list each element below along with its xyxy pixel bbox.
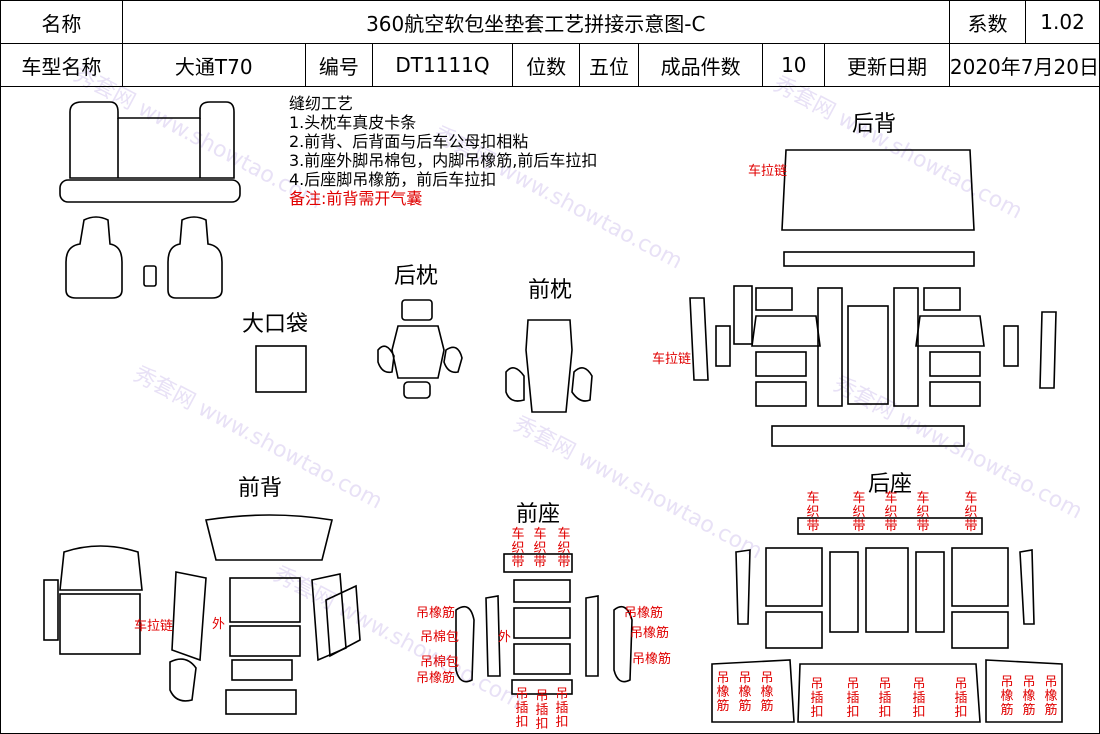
- front-seat-pieces: [455, 553, 633, 695]
- label-big-pocket: 大口袋: [242, 312, 309, 337]
- annot-front-seat-elastic: 吊橡筋: [632, 652, 672, 667]
- header-row-2: 车型名称 大通T70 编号 DT1111Q 位数 五位 成品件数 10 更新日期…: [0, 43, 1100, 87]
- annot-front-seat-elastic: 吊橡筋: [416, 671, 456, 686]
- pieces-label: 成品件数: [637, 43, 764, 87]
- rear-headrest-pieces: [377, 299, 463, 399]
- header-row-1: 名称 360航空软包坐垫套工艺拼接示意图-C 系数 1.02: [0, 0, 1100, 44]
- sewing-notes: 缝纫工艺 1.头枕车真皮卡条 2.前背、后背面与后车公母扣相粘 3.前座外脚吊棉…: [289, 94, 597, 208]
- annot-front-seat-strap: 车织带: [533, 527, 547, 570]
- sheet-title: 360航空软包坐垫套工艺拼接示意图-C: [121, 0, 950, 44]
- label-rear-headrest: 后枕: [394, 264, 439, 289]
- annot-front-seat-buckle: 吊插扣: [555, 687, 569, 730]
- notes-item: 2.前背、后背面与后车公母扣相粘: [289, 132, 529, 151]
- notes-remark: 备注:前背需开气囊: [289, 189, 423, 208]
- annot-rear-seat-buckle: 吊插扣: [810, 677, 824, 720]
- annot-front-seat-outer: 外: [498, 630, 512, 645]
- annot-front-seat-buckle: 吊插扣: [535, 689, 549, 732]
- model-label: 车型名称: [0, 43, 123, 87]
- annot-rear-seat-elastic: 吊橡筋: [1000, 675, 1014, 718]
- seats-value: 五位: [579, 43, 639, 87]
- annot-rear-seat-strap: 车织带: [852, 491, 866, 534]
- annot-rear-seat-elastic: 吊橡筋: [738, 671, 752, 714]
- rear-back-pieces: [689, 149, 1057, 447]
- pieces-value: 10: [762, 43, 826, 87]
- front-back-pieces: [43, 514, 361, 715]
- annot-rear-seat-strap: 车织带: [884, 491, 898, 534]
- overview-rear-bench: [59, 101, 241, 203]
- label-front-seat: 前座: [516, 502, 561, 527]
- annot-rear-seat-buckle: 吊插扣: [846, 677, 860, 720]
- annot-rear-seat-buckle: 吊插扣: [954, 677, 968, 720]
- annot-front-seat-strap: 车织带: [557, 527, 571, 570]
- seats-label: 位数: [512, 43, 581, 87]
- annot-rear-seat-strap: 车织带: [806, 491, 820, 534]
- label-front-headrest: 前枕: [528, 278, 573, 303]
- label-front-back: 前背: [238, 476, 283, 501]
- annot-front-seat-elastic: 吊橡筋: [416, 606, 456, 621]
- model-value: 大通T70: [121, 43, 306, 87]
- overview-front-seats: [65, 216, 223, 299]
- annot-rear-seat-buckle: 吊插扣: [912, 677, 926, 720]
- update-label: 更新日期: [824, 43, 950, 87]
- annot-rear-seat-elastic: 吊橡筋: [1022, 675, 1036, 718]
- label-rear-seat: 后座: [868, 472, 913, 497]
- notes-item: 1.头枕车真皮卡条: [289, 113, 417, 132]
- annot-rear-seat-strap: 车织带: [916, 491, 930, 534]
- annot-rear-seat-elastic: 吊橡筋: [760, 671, 774, 714]
- notes-item: 3.前座外脚吊棉包，内脚吊橡筋,前后车拉扣: [289, 151, 598, 170]
- annot-rear-back-zipper-side: 车拉链: [652, 352, 692, 367]
- annot-front-back-zipper: 车拉链: [134, 619, 174, 634]
- header-table: 名称 360航空软包坐垫套工艺拼接示意图-C 系数 1.02 车型名称 大通T7…: [0, 0, 1100, 87]
- annot-rear-seat-buckle: 吊插扣: [878, 677, 892, 720]
- rear-seat-pieces: [711, 517, 1063, 723]
- annot-rear-back-zipper: 车拉链: [748, 164, 788, 179]
- annot-front-back-outer: 外: [212, 617, 226, 632]
- annot-rear-seat-elastic: 吊橡筋: [1044, 675, 1058, 718]
- annot-front-seat-elastic: 吊橡筋: [630, 626, 670, 641]
- annot-front-seat-elastic: 吊橡筋: [624, 606, 664, 621]
- code-label: 编号: [304, 43, 373, 87]
- notes-item: 4.后座脚吊橡筋，前后车拉扣: [289, 170, 497, 189]
- annot-front-seat-cotton: 吊棉包: [420, 630, 460, 645]
- label-rear-back: 后背: [852, 112, 897, 137]
- annot-front-seat-buckle: 吊插扣: [515, 687, 529, 730]
- annot-front-seat-strap: 车织带: [511, 527, 525, 570]
- update-value: 2020年7月20日: [948, 43, 1100, 87]
- annot-front-seat-cotton: 吊棉包: [420, 655, 460, 670]
- front-headrest-pieces: [505, 319, 593, 413]
- notes-title: 缝纫工艺: [289, 94, 354, 113]
- coef-label: 系数: [948, 0, 1027, 44]
- code-value: DT1111Q: [371, 43, 514, 87]
- annot-rear-seat-strap: 车织带: [964, 491, 978, 534]
- annot-rear-seat-elastic: 吊橡筋: [716, 671, 730, 714]
- big-pocket-panel: [255, 345, 307, 393]
- coef-value: 1.02: [1025, 0, 1100, 44]
